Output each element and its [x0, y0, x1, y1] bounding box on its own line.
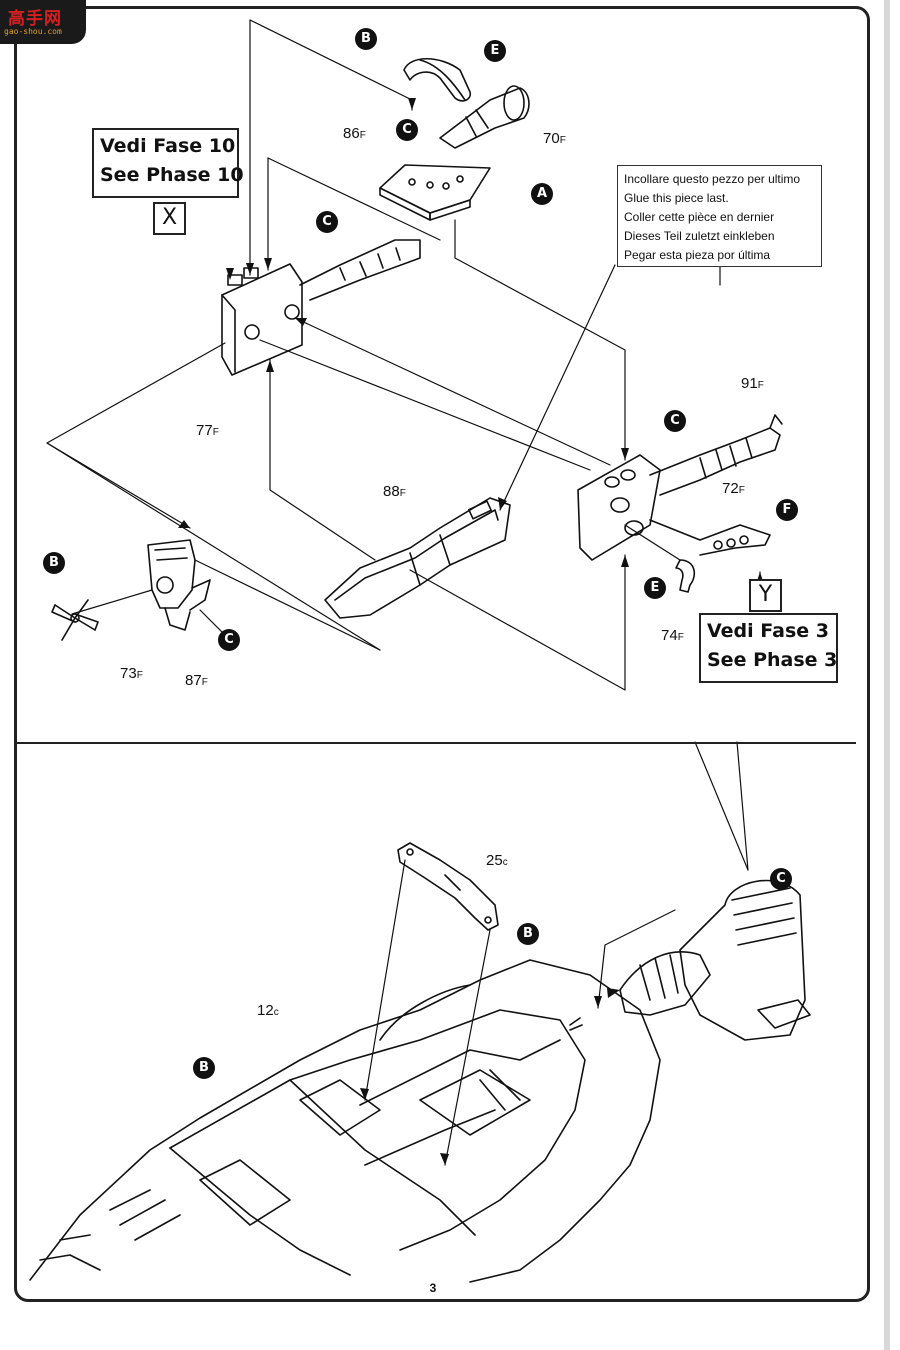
badge-f-lever: F: [776, 499, 798, 521]
part-label-91: 91F: [741, 375, 764, 392]
glue-note-line-es: Pegar esta pieza por última: [624, 248, 771, 262]
part-label-74: 74F: [661, 627, 684, 644]
part-77-bracket: [221, 239, 421, 376]
badge-b-fan: B: [43, 552, 65, 574]
glue-note-line-fr: Coller cette pièce en dernier: [624, 210, 775, 224]
see-phase-10-line2: See Phase 10: [100, 164, 244, 186]
part-25-crossbar: [397, 842, 499, 931]
part-73-fan: [51, 599, 99, 641]
see-phase-3-line2: See Phase 3: [707, 649, 838, 671]
part-label-87: 87F: [185, 672, 208, 689]
part-86-cam-cover: [379, 164, 491, 221]
see-phase-10-box: Vedi Fase 10 See Phase 10: [92, 128, 244, 198]
watermark-logo: 高手网 gao-shou.com: [0, 0, 86, 44]
part-72-lever: [649, 519, 771, 556]
watermark-site-url: gao-shou.com: [4, 27, 62, 36]
badge-b-crossbar: B: [517, 923, 539, 945]
part-70-trumpet: [439, 85, 530, 149]
part-label-70: 70F: [543, 130, 566, 147]
arrows: [178, 98, 764, 1165]
badge-b-chassis: B: [193, 1057, 215, 1079]
badge-c-cam-cover: C: [396, 119, 418, 141]
badge-e-trumpet: E: [484, 40, 506, 62]
part-label-72: 72F: [722, 480, 745, 497]
part-88-tray: [324, 497, 511, 619]
glue-note-line-de: Dieses Teil zuletzt einkleben: [624, 229, 775, 243]
part-b-pipe: [403, 58, 472, 102]
part-label-77: 77F: [196, 422, 219, 439]
marker-y: Y: [749, 579, 782, 612]
part-74-hose: [675, 559, 696, 593]
marker-x: X: [153, 202, 186, 235]
badge-c-engine: C: [770, 868, 792, 890]
glue-note-line-en: Glue this piece last.: [624, 191, 729, 205]
part-label-86: 86F: [343, 125, 366, 142]
watermark-site-name: 高手网: [8, 9, 62, 29]
bottom-guide-lines: [364, 741, 749, 1166]
part-91-bracket: [577, 414, 783, 561]
engine-assembly: [619, 879, 811, 1041]
badge-e-hose: E: [644, 577, 666, 599]
badge-b-pipe: B: [355, 28, 377, 50]
badge-c-arm: C: [316, 211, 338, 233]
part-label-88: 88F: [383, 483, 406, 500]
part-label-73: 73F: [120, 665, 143, 682]
see-phase-3-box: Vedi Fase 3 See Phase 3: [699, 613, 838, 683]
part-87-bracket: [147, 539, 211, 631]
part-label-12: 12c: [257, 1002, 279, 1019]
badge-c-bracket-87: C: [218, 629, 240, 651]
see-phase-3-line1: Vedi Fase 3: [707, 620, 829, 642]
badge-c-bracket-right: C: [664, 410, 686, 432]
section-divider: [14, 742, 856, 744]
see-phase-10-line1: Vedi Fase 10: [100, 135, 236, 157]
page-edge: [884, 0, 890, 1350]
glue-note-line-it: Incollare questo pezzo per ultimo: [624, 172, 801, 186]
part-12-chassis: [29, 959, 661, 1283]
page-number: 3: [415, 1281, 451, 1299]
badge-a-glue: A: [531, 183, 553, 205]
glue-last-note: Incollare questo pezzo per ultimo Glue t…: [617, 165, 822, 267]
part-label-25: 25c: [486, 852, 508, 869]
